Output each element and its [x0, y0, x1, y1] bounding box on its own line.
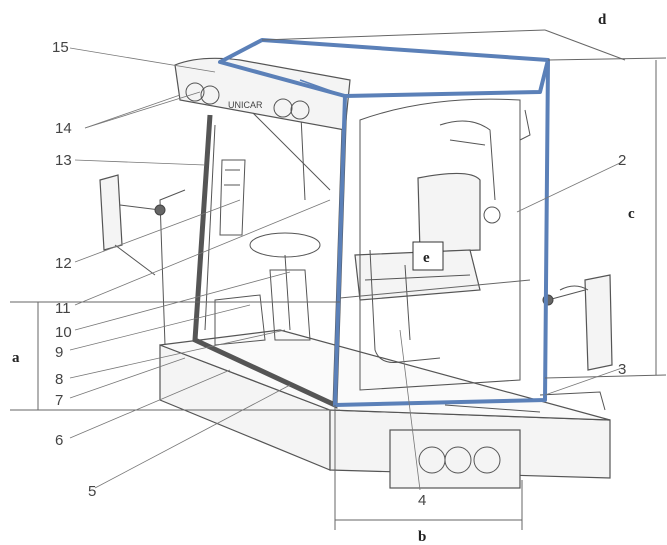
- part-label-4: 4: [418, 492, 426, 509]
- part-label-7: 7: [55, 392, 63, 409]
- cab-logo: UNICAR: [228, 100, 263, 110]
- seat-back: [417, 172, 481, 253]
- left-mirror: [99, 174, 166, 276]
- door-handle: [483, 206, 501, 224]
- dimension-lines: [10, 29, 667, 530]
- part-label-9: 9: [55, 344, 63, 361]
- roof-light-module: UNICAR: [174, 57, 351, 131]
- dimension-labels: a b c d e: [12, 12, 635, 545]
- part-label-15: 15: [52, 39, 69, 56]
- part-label-13: 13: [55, 152, 72, 169]
- side-panel: [219, 159, 246, 236]
- part-label-3: 3: [618, 361, 626, 378]
- part-label-11: 11: [55, 300, 71, 317]
- dimension-label-d: d: [598, 12, 607, 28]
- dimension-label-b: b: [418, 529, 426, 545]
- work-light-1: [185, 82, 205, 102]
- chassis: [159, 329, 611, 489]
- part-label-8: 8: [55, 371, 63, 388]
- part-label-14: 14: [55, 120, 72, 137]
- part-labels: 15 14 13 12 11 10 9 8 7 6 5 4 3 2: [52, 39, 626, 509]
- part-label-12: 12: [55, 255, 72, 272]
- console: [214, 294, 266, 346]
- right-mirror: [542, 274, 613, 371]
- work-light-3: [273, 98, 293, 118]
- cab-outline: [218, 38, 550, 407]
- dimension-label-c: c: [628, 206, 635, 222]
- dimension-e-box: [412, 241, 444, 271]
- work-light-4: [290, 100, 310, 120]
- dimension-label-e: e: [423, 250, 430, 266]
- part-label-10: 10: [55, 324, 72, 341]
- steering-wheel: [249, 232, 321, 258]
- part-label-6: 6: [55, 432, 63, 449]
- part-label-2: 2: [618, 152, 626, 169]
- leader-lines: [69, 47, 623, 491]
- part-label-5: 5: [88, 483, 96, 500]
- cab-door: [359, 98, 531, 391]
- dimension-label-a: a: [12, 350, 20, 366]
- work-light-2: [200, 85, 220, 105]
